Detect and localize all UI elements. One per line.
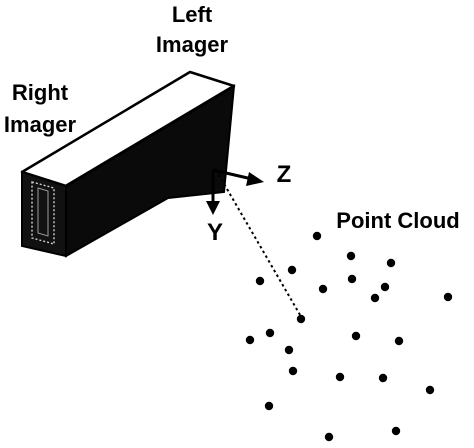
cloud-point-8 — [380, 282, 390, 292]
right-imager-lens — [31, 181, 55, 245]
z-axis-arrowhead — [246, 172, 264, 186]
cloud-point-1 — [312, 231, 322, 241]
cloud-point-4 — [255, 276, 265, 286]
cloud-point-3 — [386, 258, 396, 268]
cloud-point-23 — [370, 293, 380, 303]
cloud-point-17 — [335, 372, 345, 382]
camera-end-face — [21, 170, 67, 258]
cloud-point-22 — [391, 426, 401, 436]
projection-ray — [215, 169, 304, 321]
point-cloud — [245, 231, 453, 442]
cloud-point-20 — [264, 401, 274, 411]
cloud-point-15 — [394, 336, 404, 346]
cloud-point-9 — [443, 292, 453, 302]
cloud-point-5 — [287, 265, 297, 275]
stereo-camera — [20, 70, 236, 258]
cloud-point-19 — [425, 385, 435, 395]
cloud-point-12 — [265, 328, 275, 338]
cloud-point-21 — [324, 432, 334, 442]
z-axis-label: Z — [277, 161, 292, 188]
point-cloud-label: Point Cloud — [336, 208, 459, 233]
cloud-point-11 — [245, 335, 255, 345]
cloud-point-7 — [347, 274, 357, 284]
cloud-point-16 — [288, 366, 298, 376]
cloud-point-6 — [318, 284, 328, 294]
camera-axes — [206, 168, 304, 321]
cloud-point-13 — [284, 345, 294, 355]
right-imager-lens-inner — [37, 187, 49, 237]
z-axis-line — [212, 168, 253, 181]
cloud-point-14 — [351, 331, 361, 341]
cloud-point-10 — [296, 314, 306, 324]
cloud-point-2 — [346, 251, 356, 261]
y-axis-arrowhead — [206, 201, 220, 215]
left-imager-label-line2: Imager — [156, 32, 229, 57]
right-imager-label-line2: Imager — [4, 112, 77, 137]
left-imager-label-line1: Left — [172, 2, 213, 27]
cloud-point-18 — [378, 373, 388, 383]
right-imager-label-line1: Right — [12, 80, 69, 105]
y-axis-label: Y — [207, 219, 223, 246]
